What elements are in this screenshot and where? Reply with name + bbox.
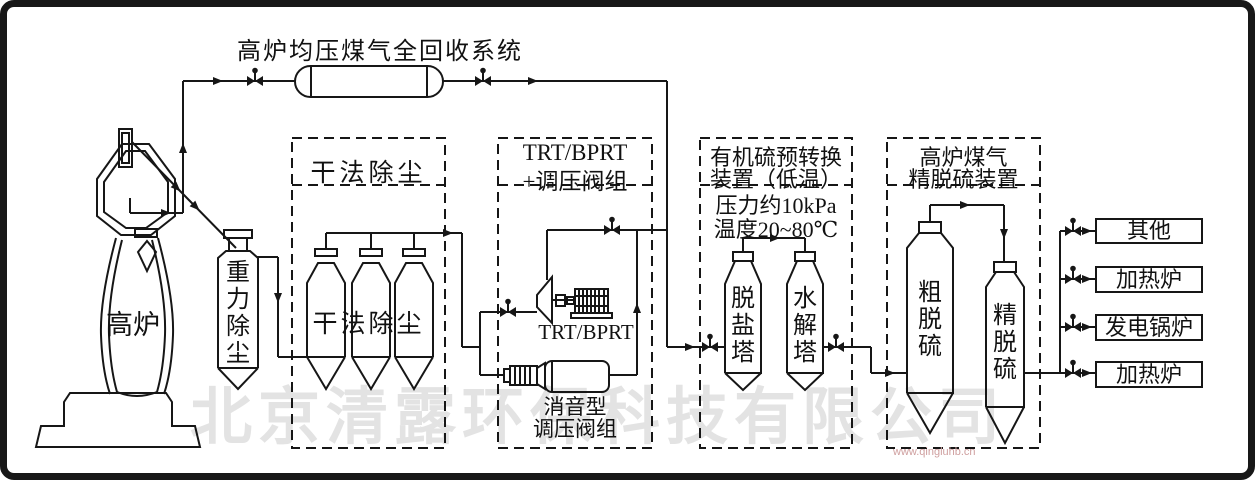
flow-arrow-icon (161, 209, 171, 217)
valve-icon (246, 66, 264, 87)
flow-arrow-icon (443, 229, 453, 237)
buffer-capsule-shape (294, 65, 444, 98)
flow-arrow-icon (1000, 229, 1008, 239)
silencer-valve-shape (503, 360, 610, 393)
blast-furnace-shape (34, 128, 202, 448)
valve-icon (701, 332, 719, 353)
trt-machine-label: TRT/BPRT (538, 320, 634, 344)
dashed-box-dry-dedust (291, 137, 446, 449)
fine-box-title-line2: 精脱硫装置 (908, 167, 1019, 192)
valve-icon (1064, 312, 1082, 333)
valve-icon (1064, 264, 1082, 285)
coarse-desulf-tower-shape (906, 221, 954, 436)
valve-icon (499, 297, 517, 318)
output-box-other: 其他 (1126, 218, 1171, 243)
blast-furnace-label: 高炉 (106, 310, 160, 340)
page-title: 高炉均压煤气全回收系统 (237, 39, 523, 65)
flow-arrow-icon (528, 77, 538, 85)
furnace-chimney (118, 128, 133, 168)
fine-desulf-tower-shape (985, 261, 1025, 446)
flow-arrow-icon (1082, 275, 1092, 283)
flow-arrow-icon (179, 143, 187, 153)
website-watermark: www.qingluhb.cn (893, 446, 976, 458)
organic-box-title-line1: 有机硫预转换 (709, 145, 842, 170)
trt-turbine-shape (536, 274, 575, 326)
flow-arrow-icon (633, 303, 641, 313)
flow-arrow-icon (1082, 323, 1092, 331)
dashed-box-trt (497, 137, 653, 449)
flow-arrow-icon (685, 343, 695, 351)
trt-box-title-line1: TRT/BPRT (522, 140, 628, 165)
coarse-desulf-label: 粗脱硫 (918, 280, 942, 360)
output-box-heating-furnace-1: 加热炉 (1115, 267, 1182, 292)
dry-dedust-inner-label: 干法除尘 (312, 311, 425, 338)
valve-icon (1064, 216, 1082, 237)
silencer-label-line1: 消音型 (543, 395, 607, 419)
silencer-label-line2: 调压阀组 (533, 417, 617, 441)
output-box-heating-furnace-2: 加热炉 (1115, 362, 1182, 387)
fine-desulf-label: 精脱硫 (993, 303, 1017, 383)
output-box-power-boiler: 发电锅炉 (1104, 315, 1193, 340)
flow-arrow-icon (960, 201, 970, 209)
flow-arrow-icon (885, 369, 895, 377)
organic-temperature-note: 温度20~80℃ (713, 217, 839, 242)
flow-arrow-icon (213, 77, 223, 85)
output-boxes-shape (1095, 218, 1203, 388)
dashed-box-fine-desulf (886, 137, 1041, 449)
valve-icon (827, 332, 845, 353)
gravity-dedust-label: 重力除尘 (226, 260, 250, 367)
organic-box-title-line2: 装置（低温） (709, 167, 842, 192)
fine-box-title-line1: 高炉煤气 (919, 145, 1008, 170)
hydrolysis-tower-shape (786, 251, 824, 392)
desalination-tower-label: 脱盐塔 (731, 286, 755, 366)
desalination-tower-shape (724, 251, 762, 392)
dashed-box-organic-sulfur (699, 137, 853, 449)
company-watermark: 北京清露环保科技有限公司 (190, 384, 1007, 452)
gravity-collector-shape (217, 229, 259, 391)
valve-icon (603, 215, 621, 236)
dry-dedust-box-title: 干法除尘 (310, 160, 427, 187)
flow-arrow-icon (1082, 369, 1092, 377)
hydrolysis-tower-label: 水解塔 (793, 286, 817, 366)
flow-arrow-icon (1082, 227, 1092, 235)
flow-arrow-icon (274, 293, 282, 303)
organic-pressure-note: 压力约10kPa (715, 193, 837, 218)
motor-shape (570, 288, 613, 319)
valve-icon (1064, 358, 1082, 379)
dedust-vessels-shape (306, 248, 434, 391)
trt-box-title-line2: +调压阀组 (522, 169, 628, 194)
valve-icon (474, 66, 492, 87)
